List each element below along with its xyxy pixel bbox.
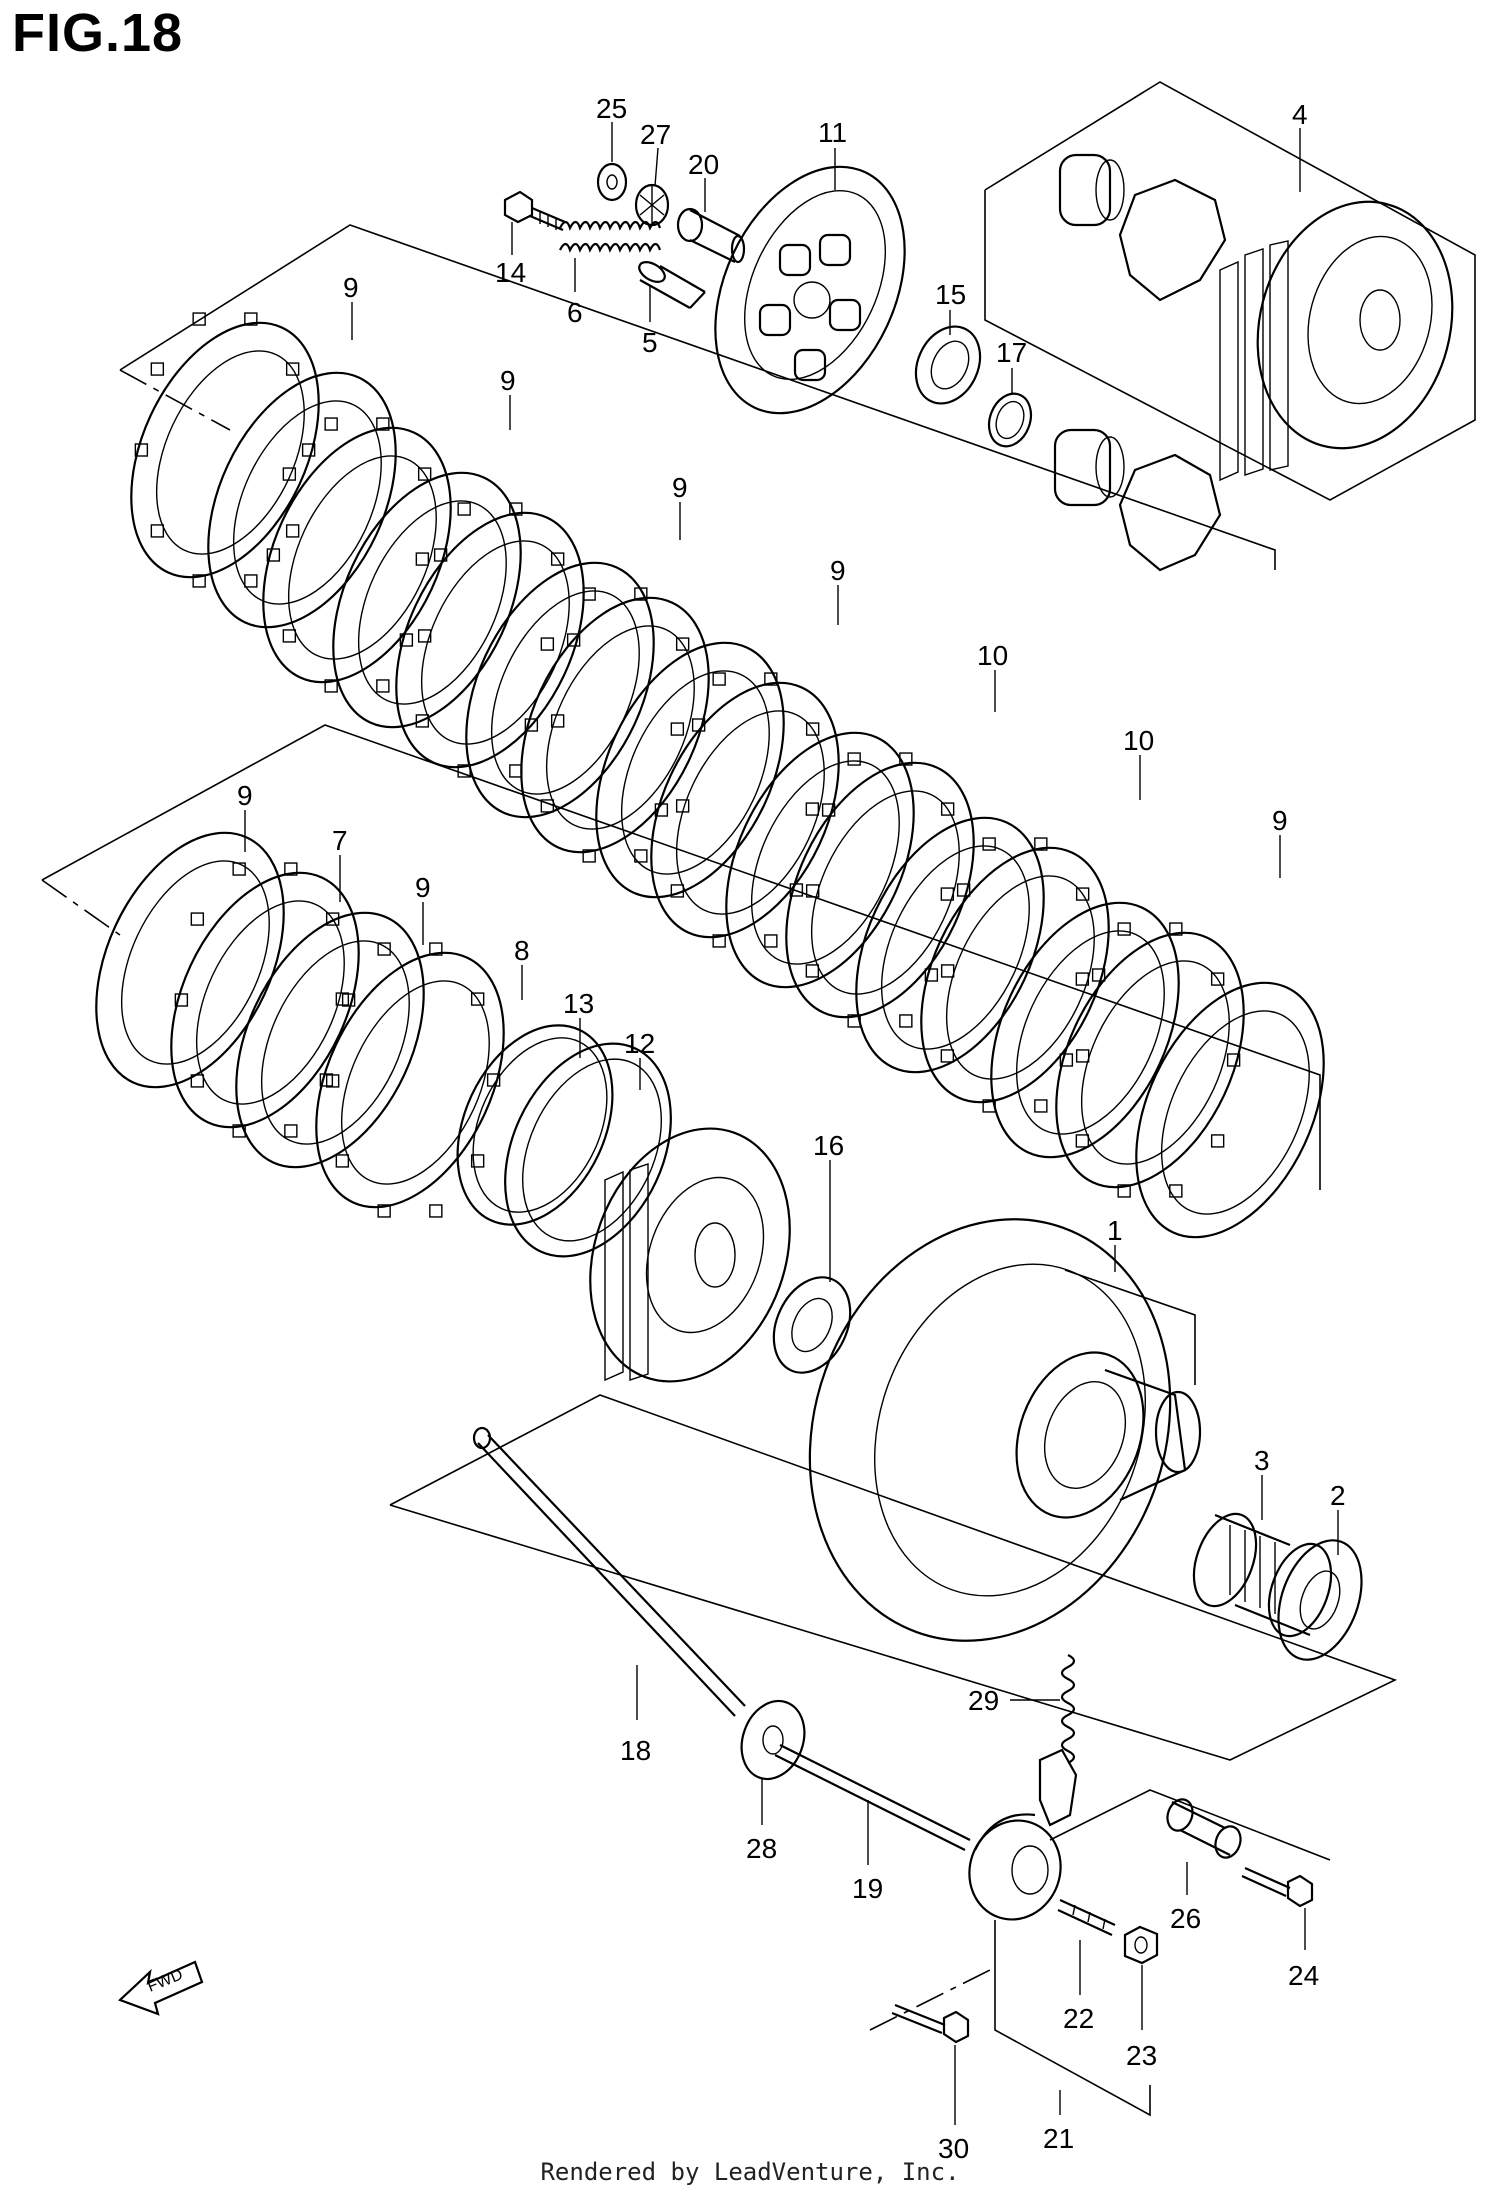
callout-9-c: 9 [672,472,688,503]
lower-plate-2 [170,862,360,1138]
upper-plate-4 [332,471,522,729]
part-4-group-box [984,81,1476,501]
callout-21: 21 [1043,2123,1074,2154]
callout-17: 17 [996,337,1027,368]
upper-plate-14 [990,901,1180,1159]
clutch-sleeve-hub [589,1127,791,1383]
callout-26: 26 [1170,1903,1201,1934]
return-spring-29 [1060,1654,1076,1764]
callout-3: 3 [1254,1445,1270,1476]
upper-plate-13 [920,837,1110,1113]
callout-8: 8 [514,935,530,966]
callout-10-b: 10 [1123,725,1154,756]
upper-plate-3 [262,417,452,693]
callout-11: 11 [818,117,847,148]
forward-arrow-icon: FWD [117,1960,204,2016]
upper-plate-15 [1055,922,1245,1198]
upper-plate-5 [395,502,585,778]
upper-plate-2 [207,371,397,629]
upper-plate-stack [130,312,1325,1239]
lower-plate-group-box [41,724,1321,1190]
callout-20: 20 [688,149,719,180]
callout-2: 2 [1330,1480,1346,1511]
lower-plate-3 [235,911,425,1169]
oil-seal-28 [740,1699,806,1781]
callout-7: 7 [332,825,348,856]
callout-9-a: 9 [343,272,359,303]
push-piece-20 [676,207,746,264]
callout-9-d: 9 [830,555,846,586]
callout-16: 16 [813,1130,844,1161]
callout-25: 25 [596,93,627,124]
callout-4: 4 [1292,99,1308,130]
push-rod-19 [774,1744,971,1851]
callout-9-g: 9 [415,872,431,903]
callout-9-b: 9 [500,365,516,396]
pin-5 [638,261,706,309]
spring-6 [559,220,662,253]
needle-bearing-3 [1192,1512,1333,1638]
bolt-30 [891,2003,970,2044]
callout-18: 18 [620,1735,651,1766]
upper-plate-1 [130,312,320,588]
basket-group-box [389,1269,1398,1761]
callout-6: 6 [567,297,583,328]
figure-title: FIG.18 [12,3,184,63]
callout-24: 24 [1288,1960,1319,1991]
hub-assembly-4 [1053,153,1454,572]
callout-14: 14 [495,257,526,288]
upper-plate-group-box [119,224,1276,570]
bolt-24 [1241,1866,1314,1908]
upper-plate-8 [595,641,785,899]
thrust-washer-2 [1277,1539,1363,1661]
callout-1: 1 [1107,1215,1123,1246]
bolt-14 [503,190,566,232]
upper-plate-6 [465,561,655,819]
spacer-15 [914,325,982,405]
callout-9-f: 9 [237,780,253,811]
upper-plate-16 [1135,981,1325,1239]
upper-plate-12 [855,816,1045,1074]
upper-plate-7 [520,587,710,863]
lower-plate-4 [315,942,505,1218]
callout-28: 28 [746,1833,777,1864]
leader-lines [244,122,1339,2125]
callout-23: 23 [1126,2040,1157,2071]
clutch-basket-1 [808,1218,1202,1642]
nut-23 [1123,1925,1159,1965]
push-rod-18 [472,1426,746,1717]
washer-16 [772,1276,852,1374]
callout-10-a: 10 [977,640,1008,671]
callout-13: 13 [563,988,594,1019]
lower-plate-stack [95,831,505,1218]
release-group-box [869,1789,1331,2117]
spring-seat-12 [504,1042,672,1258]
washer-25 [596,162,628,202]
callout-27: 27 [640,119,671,150]
upper-plate-9 [650,672,840,948]
callout-30: 30 [938,2133,969,2164]
callout-5: 5 [642,327,658,358]
callout-15: 15 [935,279,966,310]
bearing-27 [634,183,670,227]
callout-numbers: 25 27 20 11 4 14 6 5 15 17 9 9 9 9 10 10… [237,93,1346,2164]
washer-17 [987,392,1033,448]
callout-19: 19 [852,1873,883,1904]
adjust-screw-22 [1057,1898,1116,1936]
callout-22: 22 [1063,2003,1094,2034]
callout-12: 12 [624,1028,655,1059]
pressure-plate-11 [714,165,906,415]
release-arm [968,1748,1078,1921]
callout-29: 29 [968,1685,999,1716]
lower-plate-1 [95,831,285,1089]
callout-9-e: 9 [1272,805,1288,836]
bush-26 [1166,1798,1242,1859]
upper-plate-10 [725,731,915,989]
footer-credit: Rendered by LeadVenture, Inc. [540,2158,960,2186]
